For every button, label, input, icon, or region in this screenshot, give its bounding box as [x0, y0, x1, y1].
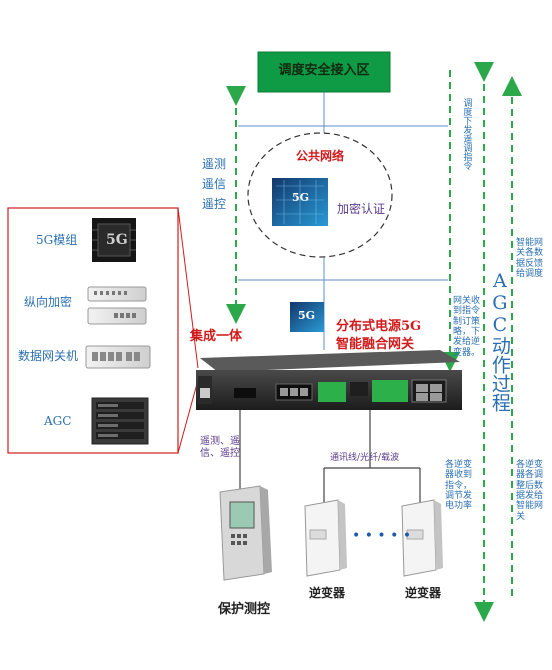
bus-label: 通讯线/光纤/载波 [330, 453, 400, 463]
inverter-left [304, 499, 347, 577]
inverter-right-label: 逆变器 [405, 586, 442, 600]
data-gateway-device [85, 345, 151, 369]
encryption-label: 加密认证 [337, 202, 386, 216]
left-signal-2: 遥信 [202, 177, 227, 191]
feedback-text: 智能网关各数据反馈给调度 [516, 238, 544, 280]
agc-process-text: AGC动作过程 [488, 270, 511, 412]
public-network-label: 公共网络 [296, 149, 345, 163]
encryption-5g-icon-text: 5G [292, 191, 310, 204]
protection-label: 保护测控 [218, 602, 271, 617]
module-5g-icon-text: 5G [106, 232, 128, 248]
inverter-right [401, 499, 443, 577]
gateway-5g-icon [290, 302, 324, 332]
integrated-panel [7, 207, 179, 454]
agc-label: AGC [44, 414, 72, 428]
gateway-receive-text: 网关收到指令制订策略，下发给逆变器。 [453, 296, 481, 358]
integrated-connector-2 [177, 379, 199, 454]
integrated-connector-1 [177, 207, 199, 369]
module-5g-label: 5G模组 [36, 233, 78, 247]
left-signal-1: 遥测 [202, 157, 227, 171]
inverter-feedback-text: 各逆变器各调整后数据发给智能网关 [516, 460, 544, 522]
inverter-left-label: 逆变器 [309, 586, 346, 600]
secure-zone-label: 调度安全接入区 [278, 63, 370, 78]
agc-device [91, 397, 149, 445]
inverter-receive-text: 各逆变器收到指令，调节发电功率 [445, 460, 473, 512]
protection-device [219, 485, 272, 581]
vertical-encrypt-device [87, 286, 147, 325]
dispatch-command-text: 调度下发遥调指令 [461, 98, 472, 170]
gateway-5g-icon-text: 5G [298, 309, 316, 322]
gateway-label-line1: 分布式电源5G [336, 319, 422, 334]
data-gateway-label: 数据网关机 [18, 349, 79, 363]
vertical-encrypt-label: 纵向加密 [24, 295, 73, 309]
secure-zone-box [257, 51, 391, 93]
integrated-label: 集成一体 [190, 329, 243, 344]
protection-signal-text: 遥测、遥信、遥控 [200, 436, 240, 459]
smart-gateway-device [196, 350, 462, 410]
gateway-label-line2: 智能融合网关 [336, 337, 415, 352]
left-signal-3: 遥控 [202, 197, 227, 211]
inverter-dots: • • • • • [352, 528, 412, 544]
